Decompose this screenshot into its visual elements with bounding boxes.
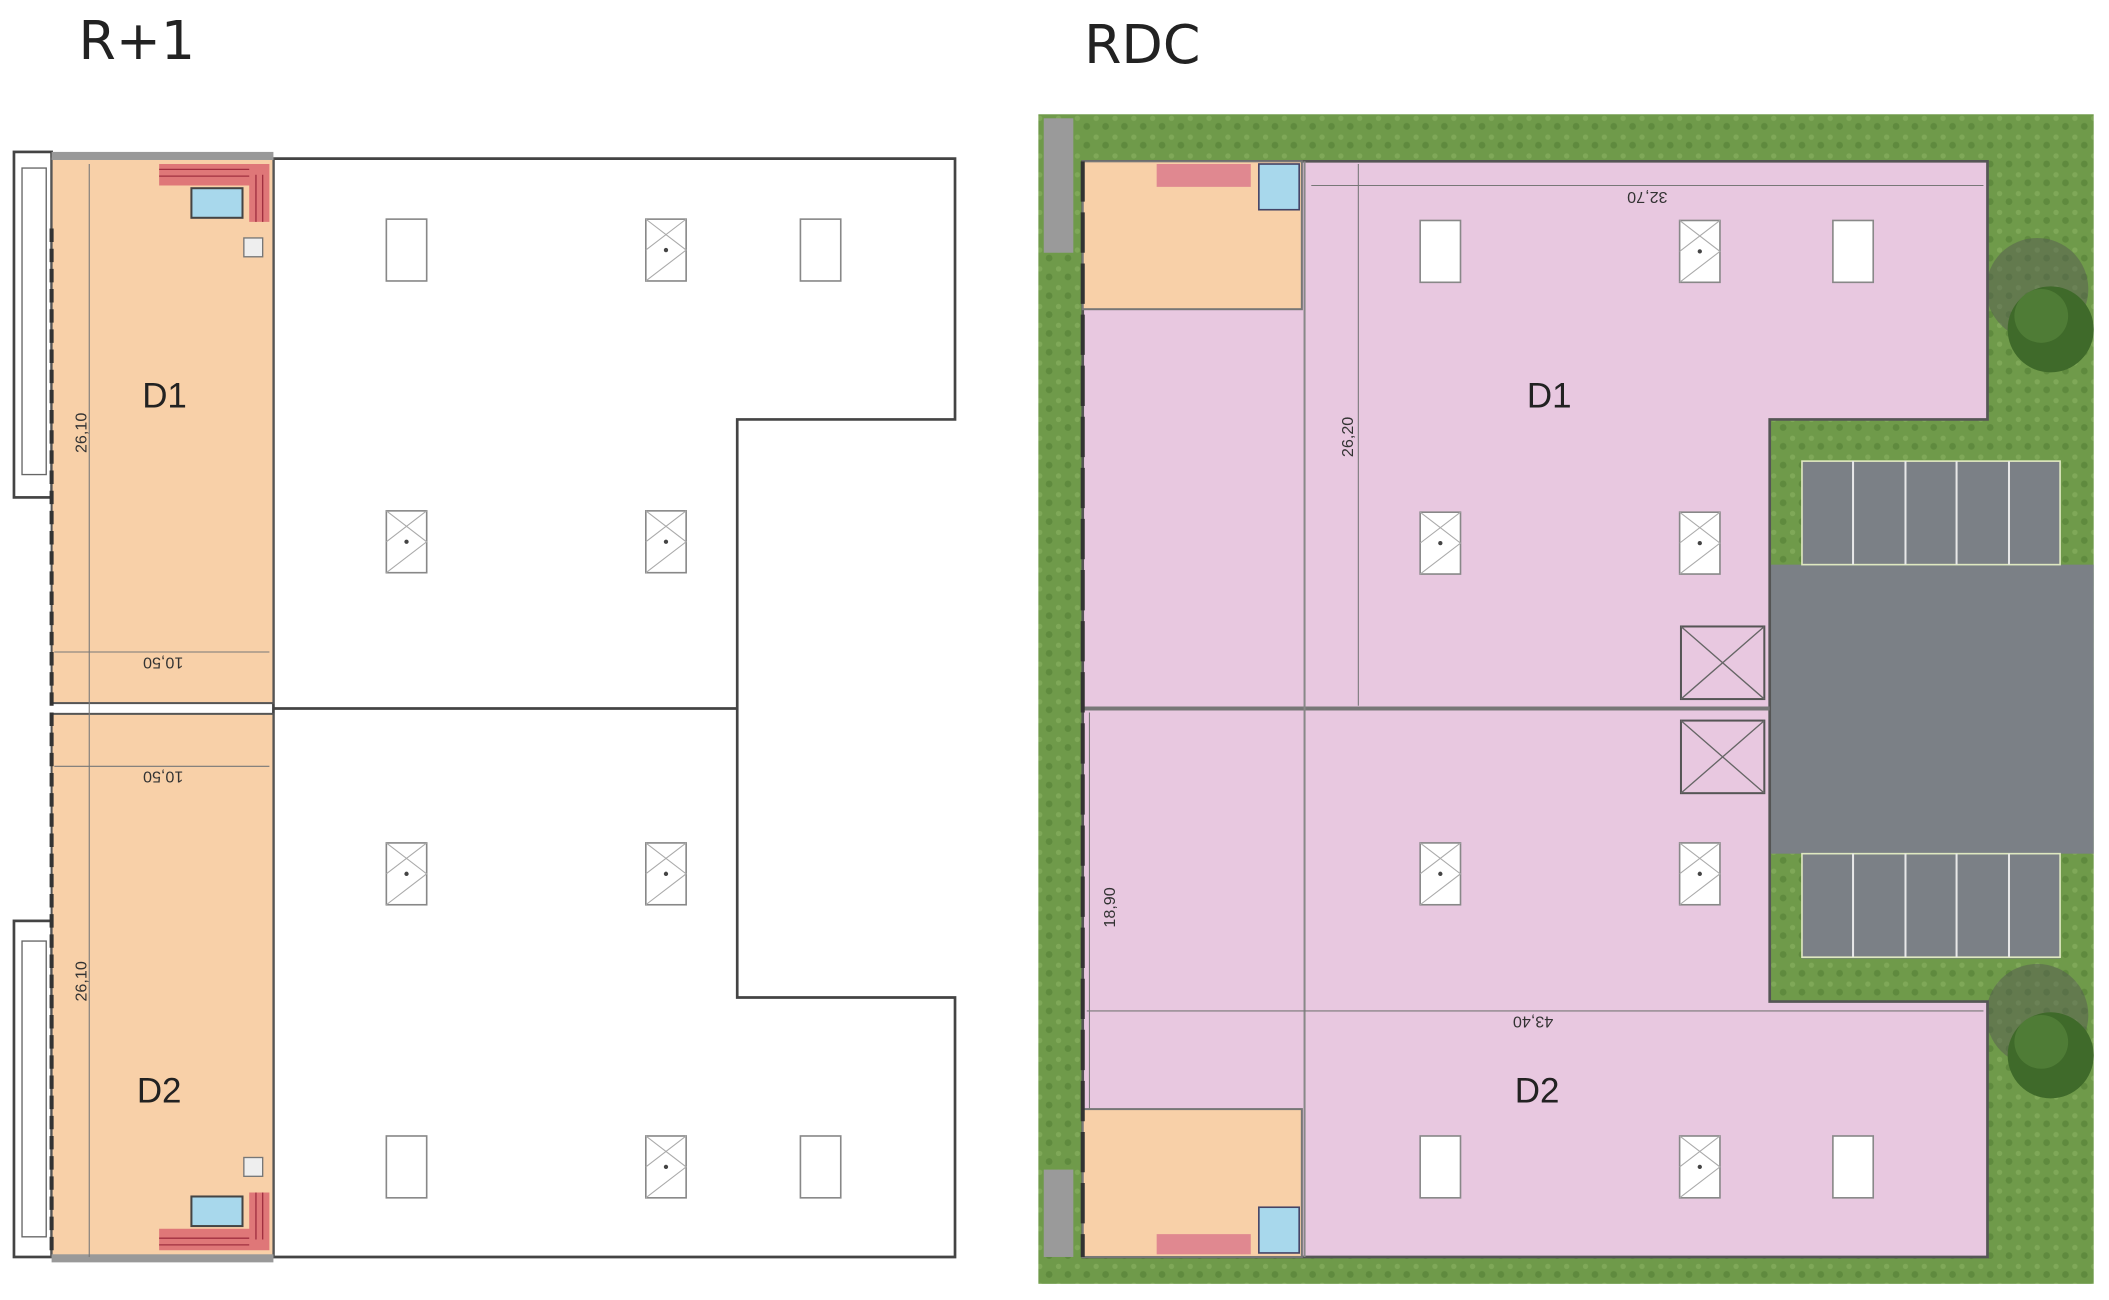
stairs-icon	[1156, 1234, 1251, 1255]
dimension-label: 26,10	[73, 413, 91, 453]
dimension-label: 10,50	[143, 768, 183, 786]
stairs-icon	[159, 1192, 270, 1251]
office-d1-upper	[50, 157, 275, 705]
loading-dock-door[interactable]	[1679, 719, 1766, 795]
wc-icon	[190, 1195, 244, 1228]
loading-dock-door[interactable]	[1679, 625, 1766, 701]
ground-floor-title: RDC	[1084, 13, 1200, 76]
ground-floor-plan: RDC	[1038, 13, 2094, 1284]
office-d2-upper	[50, 712, 275, 1258]
stairs-icon	[1156, 164, 1251, 187]
stairs-icon	[159, 164, 270, 222]
wc-icon	[1258, 163, 1300, 211]
unit-label-d2: D2	[137, 1071, 182, 1110]
wc-icon	[1258, 1206, 1300, 1254]
parking-lot	[1769, 460, 2094, 959]
dimension-label: 10,50	[143, 653, 183, 671]
wc-icon	[190, 187, 244, 219]
tree-icon	[1986, 237, 2094, 373]
dimension-label: 26,20	[1339, 417, 1357, 457]
unit-label-d2: D2	[1515, 1071, 1560, 1110]
dimension-label: 43,40	[1513, 1012, 1553, 1030]
upper-floor-title: R+1	[78, 9, 195, 72]
tree-icon	[1986, 963, 2094, 1099]
dimension-label: 18,90	[1101, 887, 1119, 927]
unit-label-d1: D1	[142, 376, 187, 415]
dimension-label: 26,10	[73, 961, 91, 1001]
dimension-label: 32,70	[1627, 188, 1667, 206]
unit-label-d1: D1	[1527, 376, 1572, 415]
upper-floor-plan: R+1 26,10 26,10 10,50	[12, 9, 957, 1263]
